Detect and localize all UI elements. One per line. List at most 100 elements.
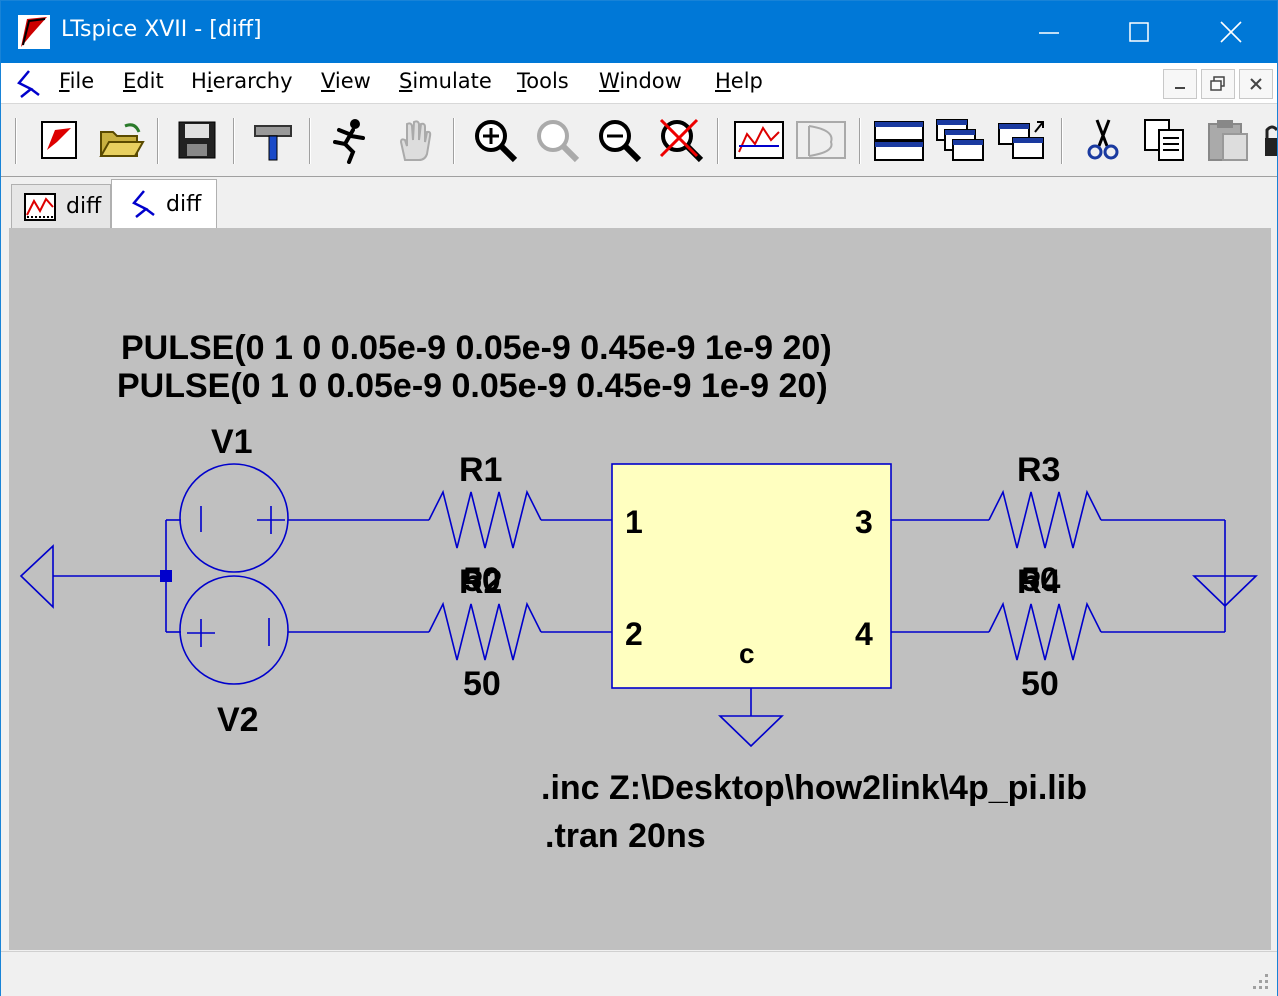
- toolbar-separator: [453, 118, 455, 164]
- r2-value[interactable]: 50: [463, 665, 501, 703]
- ground-symbol-right: [1192, 575, 1258, 608]
- hand-icon: [399, 120, 432, 161]
- pulse-v1-text[interactable]: PULSE(0 1 0 0.05e-9 0.05e-9 0.45e-9 1e-9…: [121, 329, 832, 367]
- menu-file[interactable]: File: [59, 69, 95, 93]
- voltage-source-v1: [179, 463, 289, 573]
- subcircuit-block[interactable]: [611, 463, 892, 689]
- run-button[interactable]: [323, 114, 375, 166]
- zoom-out-icon: [599, 120, 642, 163]
- ground-symbol-bottom: [718, 715, 784, 748]
- control-panel-button[interactable]: [247, 114, 299, 166]
- maximize-button[interactable]: [1093, 1, 1185, 63]
- copy-icon: [1144, 119, 1184, 161]
- ground-symbol-left: [19, 544, 54, 609]
- resize-grip-icon[interactable]: [1249, 970, 1271, 992]
- copy-button[interactable]: [1139, 114, 1191, 166]
- spice-directive-tran[interactable]: .tran 20ns: [545, 817, 706, 855]
- zoom-cancel-button[interactable]: [655, 114, 707, 166]
- menu-tools[interactable]: Tools: [517, 69, 569, 93]
- tab-schematic-diff[interactable]: diff: [111, 179, 217, 228]
- close-button[interactable]: [1185, 1, 1277, 63]
- resistor-r2: [428, 601, 542, 661]
- menu-window[interactable]: Window: [599, 69, 682, 93]
- waveform-disabled-icon: [796, 121, 846, 159]
- schematic-doc-icon: [17, 70, 40, 98]
- paste-icon: [1208, 120, 1248, 161]
- cascade-button[interactable]: [935, 114, 987, 166]
- save-icon: [178, 121, 216, 159]
- mdi-restore-button[interactable]: [1201, 69, 1235, 99]
- resistor-r1: [428, 489, 542, 549]
- spice-directive-inc[interactable]: .inc Z:\Desktop\how2link\4p_pi.lib: [541, 769, 1087, 807]
- menu-hierarchy[interactable]: Hierarchy: [191, 69, 293, 93]
- close-windows-button[interactable]: [997, 114, 1049, 166]
- r2-label[interactable]: R2: [459, 563, 502, 601]
- resistor-r3: [988, 489, 1102, 549]
- zoom-icon: [537, 120, 580, 163]
- r4-value[interactable]: 50: [1021, 665, 1059, 703]
- plot-settings-button: [795, 114, 847, 166]
- zoom-in-button[interactable]: [469, 114, 521, 166]
- tab-label: diff: [66, 194, 102, 219]
- pulse-v2-text[interactable]: PULSE(0 1 0 0.05e-9 0.05e-9 0.45e-9 1e-9…: [117, 367, 828, 405]
- window-title: LTspice XVII - [diff]: [61, 17, 262, 42]
- r3-label[interactable]: R3: [1017, 451, 1060, 489]
- add-plot-button[interactable]: [733, 114, 785, 166]
- toolbar-separator: [157, 118, 159, 164]
- zoom-full-button: [531, 114, 583, 166]
- zoom-out-button[interactable]: [593, 114, 645, 166]
- arrange-windows-icon: [998, 121, 1044, 159]
- scissors-icon: [1087, 119, 1119, 160]
- toolbar: [1, 103, 1277, 177]
- toolbar-separator: [1061, 118, 1063, 164]
- r3-value[interactable]: 50: [1021, 561, 1059, 599]
- cut-button[interactable]: [1077, 114, 1129, 166]
- pin-4-label: 4: [855, 616, 873, 652]
- tile-horizontal-icon: [874, 121, 924, 161]
- title-bar: LTspice XVII - [diff]: [1, 1, 1277, 63]
- waveform-icon: [24, 192, 56, 221]
- minimize-icon: [1039, 32, 1059, 34]
- menu-simulate[interactable]: Simulate: [399, 69, 492, 93]
- voltage-source-v2: [179, 575, 289, 685]
- menu-edit[interactable]: Edit: [123, 69, 164, 93]
- close-icon: [1250, 78, 1262, 90]
- menu-bar: File Edit Hierarchy View Simulate Tools …: [1, 63, 1277, 103]
- menu-help[interactable]: Help: [715, 69, 763, 93]
- tab-waveform-diff[interactable]: diff: [11, 184, 111, 228]
- schematic-drawing[interactable]: PULSE(0 1 0 0.05e-9 0.05e-9 0.45e-9 1e-9…: [9, 228, 1271, 950]
- toolbar-more-button[interactable]: [1257, 114, 1277, 166]
- r1-value[interactable]: 50: [463, 561, 501, 599]
- open-button[interactable]: [95, 114, 147, 166]
- pin-3-label: 3: [855, 504, 873, 540]
- menu-view[interactable]: View: [321, 69, 371, 93]
- mdi-close-button[interactable]: [1239, 69, 1273, 99]
- resistor-r4: [988, 601, 1102, 661]
- toolbar-separator: [309, 118, 311, 164]
- tile-horizontal-button[interactable]: [873, 114, 925, 166]
- new-schematic-icon: [41, 121, 77, 159]
- zoom-in-icon: [475, 120, 518, 163]
- r4-label[interactable]: R4: [1017, 563, 1061, 601]
- minimize-button[interactable]: [1003, 1, 1095, 63]
- paste-button: [1201, 114, 1253, 166]
- schematic-canvas[interactable]: PULSE(0 1 0 0.05e-9 0.05e-9 0.45e-9 1e-9…: [9, 228, 1271, 950]
- pin-2-label: 2: [625, 616, 643, 652]
- waveform-icon: [734, 121, 784, 159]
- lock-icon: [1265, 125, 1277, 156]
- hammer-icon: [254, 125, 292, 161]
- v1-label[interactable]: V1: [211, 423, 253, 461]
- v2-label[interactable]: V2: [217, 701, 259, 739]
- cascade-windows-icon: [936, 119, 984, 161]
- toolbar-grip: [15, 118, 17, 164]
- minimize-icon: [1175, 87, 1185, 89]
- save-button[interactable]: [171, 114, 223, 166]
- zoom-cancel-icon: [659, 118, 704, 163]
- r1-label[interactable]: R1: [459, 451, 502, 489]
- mdi-minimize-button[interactable]: [1163, 69, 1197, 99]
- pin-1-label: 1: [625, 504, 643, 540]
- tab-label: diff: [166, 191, 202, 217]
- toolbar-separator: [717, 118, 719, 164]
- new-schematic-button[interactable]: [33, 114, 85, 166]
